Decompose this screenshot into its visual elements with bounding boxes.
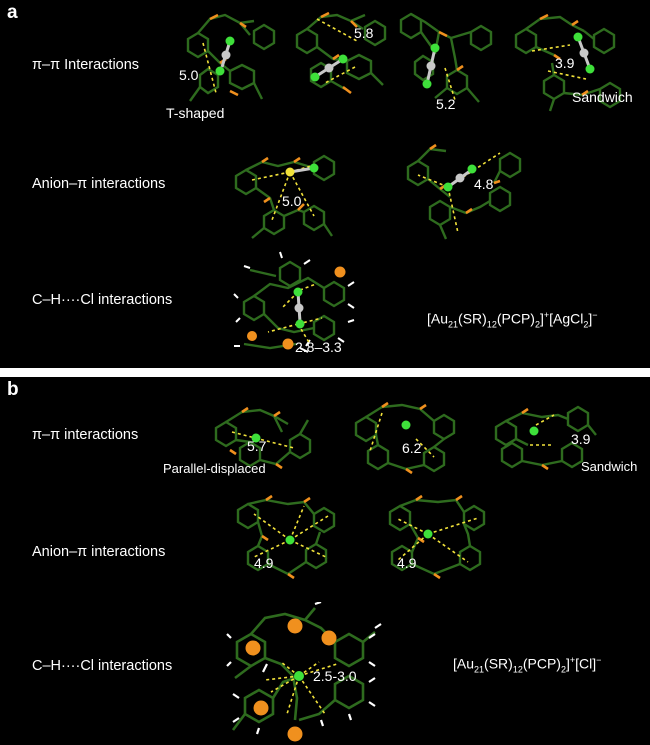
panel-a: a π–π Interactions Anion–π interactions … <box>0 0 650 368</box>
b-pi-structure-2 <box>354 401 456 475</box>
b-formula-cation-charge: + <box>569 655 576 665</box>
a-formula-cation-charge: + <box>543 310 550 320</box>
a-pi-structure-2 <box>295 11 387 95</box>
panel-b-label: b <box>7 379 19 400</box>
b-anion-distance-1: 4.9 <box>254 555 274 571</box>
b-row-label-pi-pi: π–π interactions <box>32 427 139 443</box>
b-distance-parallel: 5.7 <box>247 438 267 454</box>
b-pi-structure-parallel <box>214 406 312 470</box>
panel-a-label: a <box>7 2 18 23</box>
panel-b: b π–π interactions Anion–π interactions … <box>0 377 650 745</box>
a-formula-sr-count: 12 <box>486 319 497 330</box>
a-formula-agcl-count: 2 <box>583 319 589 330</box>
b-formula-anion-charge: − <box>596 655 602 665</box>
b-formula-pcp: (PCP) <box>522 655 561 672</box>
a-label-tshaped: T-shaped <box>166 105 225 121</box>
b-formula: [Au21(SR)12(PCP)2]+[Cl]− <box>453 655 601 674</box>
a-formula: [Au21(SR)12(PCP)2]+[AgCl2]− <box>427 310 598 329</box>
a-distance-tshaped: 5.0 <box>179 67 199 83</box>
a-ch-cl-distance: 2.8–3.3 <box>295 339 342 355</box>
a-anion-distance-1: 5.0 <box>282 193 302 209</box>
b-anion-structure-1 <box>236 494 336 580</box>
b-ch-cl-structure <box>226 602 382 742</box>
b-formula-au-count: 21 <box>474 664 485 675</box>
a-distance-2: 5.8 <box>354 25 374 41</box>
b-distance-2: 6.2 <box>402 440 422 456</box>
a-row-label-ch-cl: C–H····Cl interactions <box>32 292 173 308</box>
b-ch-cl-distance: 2.5-3.0 <box>313 668 357 684</box>
a-distance-sandwich: 3.9 <box>555 55 575 71</box>
a-formula-anion-charge: − <box>592 310 598 320</box>
a-formula-pcp-count: 2 <box>534 319 540 330</box>
a-anion-structure-1 <box>234 154 336 239</box>
b-formula-pcp-count: 2 <box>560 664 566 675</box>
b-formula-cl: [Cl] <box>575 655 597 672</box>
b-anion-structure-2 <box>388 494 486 580</box>
a-label-sandwich: Sandwich <box>572 89 633 105</box>
a-pi-structure-3 <box>399 12 493 103</box>
a-ch-cl-structure <box>233 251 355 353</box>
a-formula-close: ] <box>539 310 544 327</box>
a-formula-agcl: [AgCl <box>549 310 584 327</box>
a-pi-structure-tshaped <box>186 13 276 102</box>
b-anion-distance-2: 4.9 <box>397 555 417 571</box>
b-label-parallel: Parallel-displaced <box>163 461 266 476</box>
a-formula-close-2: ] <box>588 310 593 327</box>
a-distance-3: 5.2 <box>436 96 456 112</box>
b-formula-au: [Au <box>453 655 475 672</box>
a-anion-structure-2 <box>406 143 522 240</box>
a-formula-sr: (SR) <box>458 310 487 327</box>
a-anion-distance-2: 4.8 <box>474 176 494 192</box>
a-pi-structure-sandwich <box>514 13 622 112</box>
b-formula-sr: (SR) <box>484 655 513 672</box>
a-formula-pcp: (PCP) <box>496 310 535 327</box>
b-pi-structure-sandwich <box>494 405 597 471</box>
b-row-label-anion-pi: Anion–π interactions <box>32 544 166 560</box>
b-formula-sr-count: 12 <box>512 664 523 675</box>
a-formula-au-count: 21 <box>448 319 459 330</box>
b-row-label-ch-cl: C–H····Cl interactions <box>32 658 173 674</box>
a-row-label-pi-pi: π–π Interactions <box>32 57 140 73</box>
a-formula-au: [Au <box>427 310 449 327</box>
a-row-label-anion-pi: Anion–π interactions <box>32 176 166 192</box>
b-distance-sandwich: 3.9 <box>571 431 591 447</box>
b-formula-close: ] <box>565 655 570 672</box>
b-label-sandwich: Sandwich <box>581 459 638 474</box>
